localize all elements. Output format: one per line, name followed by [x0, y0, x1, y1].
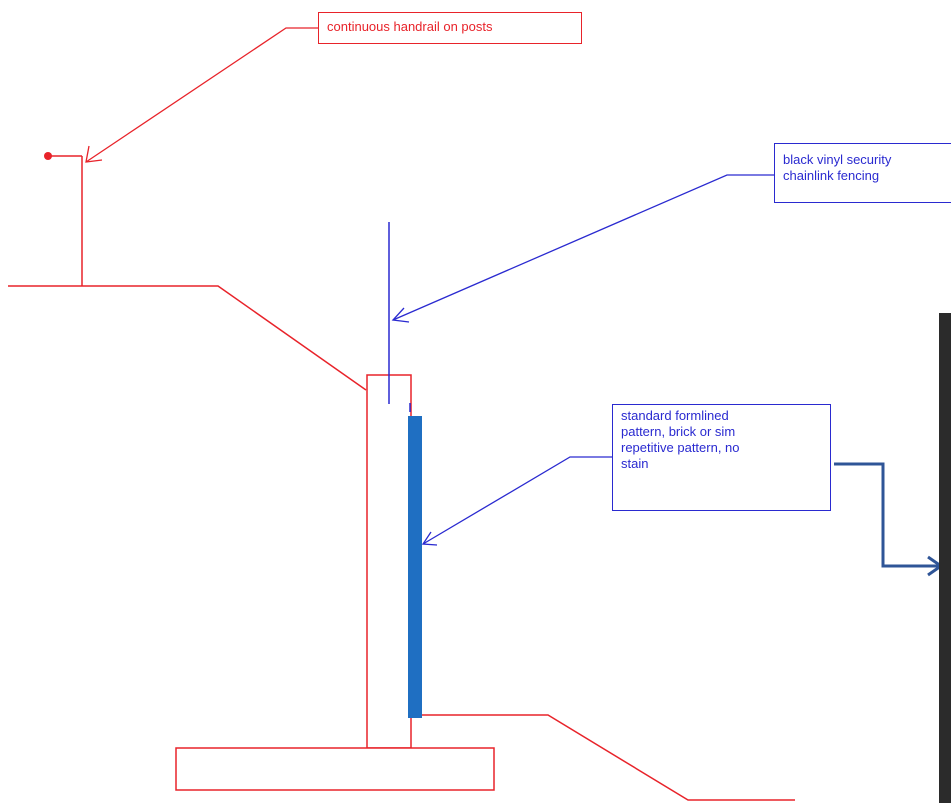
- callout-formliner: standard formlined pattern, brick or sim…: [612, 404, 831, 511]
- callout-handrail-line: continuous handrail on posts: [327, 19, 493, 34]
- upper-ground-line: [8, 285, 367, 391]
- photo-pointer-arrow: [834, 462, 944, 577]
- handrail-end-dot: [44, 152, 52, 160]
- reference-photo-edge: [939, 313, 951, 803]
- retaining-wall-footing: [175, 747, 495, 791]
- callout-formliner-line-1: standard formlined: [621, 408, 729, 423]
- handrail-leader: [85, 27, 318, 163]
- callout-fence: black vinyl security chainlink fencing: [774, 143, 951, 203]
- retaining-wall-stem: [366, 374, 412, 749]
- callout-fence-line-1: black vinyl security: [783, 152, 892, 167]
- formliner-surface: [408, 416, 422, 718]
- fence-leader: [391, 174, 774, 323]
- formliner-leader: [421, 456, 612, 546]
- callout-formliner-line-4: stain: [621, 456, 649, 471]
- callout-fence-line-2: chainlink fencing: [783, 168, 880, 183]
- lower-ground-line: [421, 714, 795, 801]
- callout-formliner-line-2: pattern, brick or sim: [621, 424, 736, 439]
- callout-handrail: continuous handrail on posts: [318, 12, 582, 44]
- callout-formliner-line-3: repetitive pattern, no: [621, 440, 740, 455]
